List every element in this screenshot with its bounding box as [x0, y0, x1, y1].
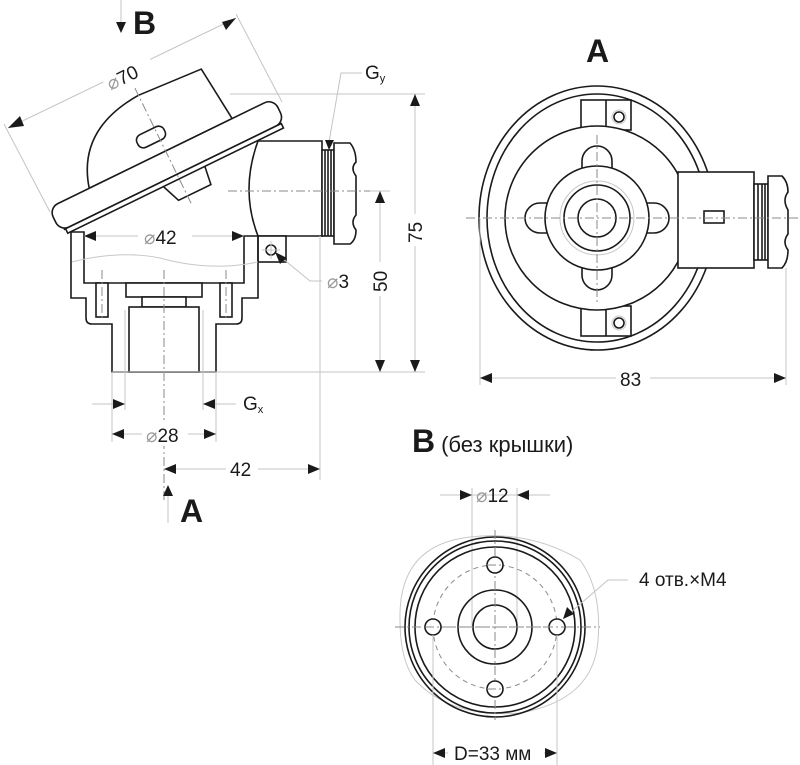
section-arrow-a: A — [163, 485, 203, 529]
base-diameter-value: 28 — [157, 426, 178, 447]
gx-main: G — [243, 394, 258, 415]
dim-width: 83 — [479, 218, 787, 391]
dim-center-diameter: ⌀12 — [440, 486, 550, 626]
dim-hole-diameter: ⌀3 — [275, 252, 349, 293]
holes-note-text: 4 отв.×M4 — [639, 570, 727, 591]
diameter-symbol: ⌀ — [144, 228, 155, 249]
dim-offset: 42 — [164, 457, 320, 481]
hole-diameter-value: 3 — [338, 272, 349, 293]
diameter-symbol: ⌀ — [327, 272, 338, 293]
cable-gland — [228, 140, 390, 245]
svg-text:⌀3: ⌀3 — [327, 272, 349, 293]
gy-sub: y — [380, 73, 386, 85]
svg-text:⌀12: ⌀12 — [476, 486, 509, 507]
dim-base-diameter: ⌀28 — [112, 422, 216, 447]
dim-bolt-circle: D=33 мм — [432, 635, 558, 765]
inner-diameter-value: 42 — [155, 228, 176, 249]
dim-height-axis: 50 — [368, 190, 392, 372]
svg-text:⌀42: ⌀42 — [144, 228, 177, 249]
thread-label-gy: Gy — [325, 63, 386, 150]
section-arrow-b: B — [116, 0, 156, 41]
svg-text:Gy: Gy — [365, 63, 386, 85]
view-b-letter: B — [412, 423, 435, 459]
dim-inner-diameter: ⌀42 — [84, 224, 244, 249]
thread-label-gx: Gx — [92, 372, 264, 442]
side-view: B ⌀70 — [3, 0, 427, 529]
holes-note: 4 отв.×M4 — [562, 570, 727, 620]
diameter-symbol: ⌀ — [146, 426, 157, 447]
svg-text:⌀28: ⌀28 — [146, 426, 179, 447]
dim-cover-diameter: ⌀70 — [3, 13, 283, 213]
section-label-a: A — [180, 493, 203, 529]
svg-text:Gx: Gx — [243, 394, 264, 416]
height-axis-value: 50 — [371, 271, 392, 292]
view-a: A — [466, 33, 800, 391]
view-b-note: (без крышки) — [441, 432, 573, 457]
section-label-b: B — [133, 5, 156, 41]
dim-height-total: 75 — [403, 94, 427, 372]
offset-value: 42 — [230, 460, 251, 481]
gy-main: G — [365, 63, 380, 84]
gx-sub: x — [258, 404, 264, 416]
view-b: B(без крышки) ⌀12 4 отв.×M4 — [395, 423, 727, 765]
view-b-title: B(без крышки) — [412, 423, 573, 459]
diameter-symbol: ⌀ — [476, 486, 487, 507]
center-diameter-value: 12 — [487, 486, 508, 507]
bolt-circle-value: D=33 мм — [454, 744, 531, 765]
height-total-value: 75 — [406, 222, 427, 243]
width-value: 83 — [620, 370, 641, 391]
view-a-title: A — [586, 33, 609, 69]
ground-lug — [257, 235, 287, 263]
cover — [51, 68, 285, 235]
